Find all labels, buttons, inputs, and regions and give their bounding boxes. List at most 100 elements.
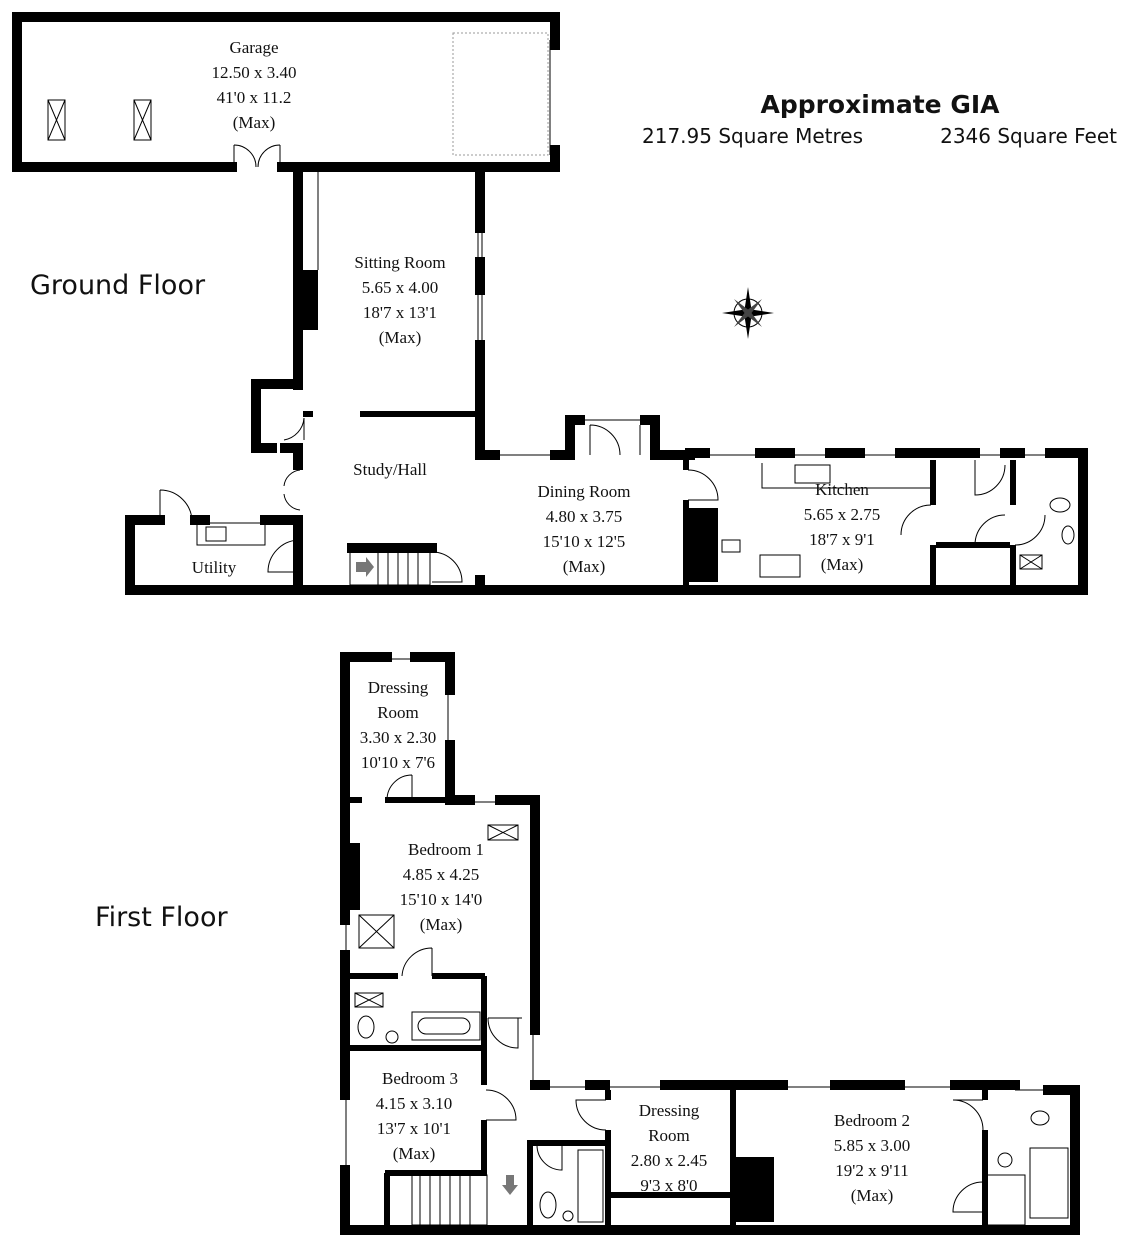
toilet-icon [1049,497,1071,513]
ground-outer-wall [125,448,1088,595]
svg-text:(Max): (Max) [233,113,275,132]
ground-floor-plan [12,12,1088,595]
svg-text:3.30 x 2.30: 3.30 x 2.30 [360,728,437,747]
room-label-dressing-room-2: Dressing Room 2.80 x 2.45 9'3 x 8'0 [631,1101,708,1195]
staircase [349,551,431,586]
svg-text:9'3 x 8'0: 9'3 x 8'0 [640,1176,697,1195]
door-icon [267,539,299,573]
basin-icon [1061,525,1075,545]
room-label-sitting-room: Sitting Room 5.65 x 4.00 18'7 x 13'1 (Ma… [354,253,445,347]
garage-vehicle-bay [452,32,549,156]
svg-text:Dining Room: Dining Room [537,482,630,501]
skylight-icon [47,99,66,141]
svg-text:15'10 x 12'5: 15'10 x 12'5 [543,532,626,551]
door-icon [900,460,1006,536]
door-icon [431,551,463,583]
svg-text:(Max): (Max) [821,555,863,574]
toilet-icon [1030,1110,1050,1126]
svg-text:Bedroom 2: Bedroom 2 [834,1111,910,1130]
cupboard-wall [251,379,303,453]
garage-wall [12,12,560,172]
stairs-arrow-icon [356,557,374,577]
door-icon [485,1089,517,1121]
hob-icon [721,539,741,553]
skylight-icon [133,99,152,141]
skylight-icon [354,992,384,1008]
svg-text:15'10 x 14'0: 15'10 x 14'0 [400,890,483,909]
svg-text:18'7 x 13'1: 18'7 x 13'1 [363,303,437,322]
room-label-study-hall: Study/Hall [353,460,427,479]
room-label-bedroom-1: Bedroom 1 4.85 x 4.25 15'10 x 14'0 (Max) [400,840,484,934]
svg-text:(Max): (Max) [393,1144,435,1163]
door-icon [401,947,433,977]
staircase [411,1174,488,1226]
room-label-dressing-room-1: Dressing Room 3.30 x 2.30 10'10 x 7'6 [360,678,437,772]
chimney-breast [350,843,360,910]
svg-text:Bedroom 1: Bedroom 1 [408,840,484,859]
door-icon [687,469,719,501]
bay-door-icon [589,424,641,456]
room-label-kitchen: Kitchen 5.65 x 2.75 18'7 x 9'1 (Max) [804,480,881,574]
double-door-icon [233,144,281,168]
sink-icon [794,464,831,484]
hob-icon [759,554,801,578]
svg-text:Kitchen: Kitchen [815,480,869,499]
svg-text:(Max): (Max) [420,915,462,934]
door-icon [952,1099,984,1131]
svg-text:4.80 x 3.75: 4.80 x 3.75 [546,507,623,526]
first-floor-plan [339,652,1080,1235]
svg-text:(Max): (Max) [379,328,421,347]
door-icon [386,774,413,801]
shower-icon [1029,1147,1069,1219]
room-label-dining-room: Dining Room 4.80 x 3.75 15'10 x 12'5 (Ma… [537,482,630,576]
ground-floor-label: Ground Floor [30,270,206,301]
svg-text:Sitting Room: Sitting Room [354,253,445,272]
first-outer-wall [340,652,1080,1235]
svg-text:41'0 x 11.2: 41'0 x 11.2 [217,88,292,107]
room-label-bedroom-2: Bedroom 2 5.85 x 3.00 19'2 x 9'11 (Max) [834,1111,911,1205]
svg-text:5.65 x 4.00: 5.65 x 4.00 [362,278,439,297]
svg-text:Room: Room [648,1126,690,1145]
room-label-utility: Utility [192,558,237,577]
toilet-icon [357,1015,375,1039]
bath-icon [577,1149,604,1223]
door-icon [536,1144,563,1171]
door-icon [159,489,193,523]
basin-icon [562,1210,574,1222]
double-door-icon [974,514,1046,546]
svg-text:5.85 x 3.00: 5.85 x 3.00 [834,1136,911,1155]
svg-text:4.85 x 4.25: 4.85 x 4.25 [403,865,480,884]
range-cooker [688,508,718,582]
door-icon [952,1181,984,1213]
bath-icon [411,1011,481,1041]
svg-text:2.80 x 2.45: 2.80 x 2.45 [631,1151,708,1170]
skylight-icon [358,914,395,949]
basin-icon [997,1152,1013,1168]
chimney-breast [303,270,318,330]
room-label-bedroom-3: Bedroom 3 4.15 x 3.10 13'7 x 10'1 (Max) [376,1069,458,1163]
svg-text:18'7 x 9'1: 18'7 x 9'1 [809,530,875,549]
room-label-garage: Garage 12.50 x 3.40 41'0 x 11.2 (Max) [212,38,297,132]
sink-unit [196,522,266,546]
door-icon [575,1099,607,1131]
svg-text:Garage: Garage [229,38,278,57]
skylight-icon [1019,554,1043,570]
svg-text:(Max): (Max) [851,1186,893,1205]
svg-text:Bedroom 3: Bedroom 3 [382,1069,458,1088]
svg-text:12.50 x 3.40: 12.50 x 3.40 [212,63,297,82]
compass-icon [722,287,774,339]
basin-icon [385,1030,399,1044]
svg-text:(Max): (Max) [563,557,605,576]
chimney-breast [736,1157,774,1222]
door-icon [487,1017,522,1049]
garage-wall-lower [277,145,560,172]
svg-text:5.65 x 2.75: 5.65 x 2.75 [804,505,881,524]
svg-text:10'10 x 7'6: 10'10 x 7'6 [361,753,435,772]
first-floor-label: First Floor [95,902,228,933]
double-door-icon [283,469,301,511]
gia-title: Approximate GIA [760,90,1000,119]
stairs-arrow-icon [502,1175,518,1195]
svg-text:13'7 x 10'1: 13'7 x 10'1 [377,1119,451,1138]
toilet-icon [539,1191,557,1219]
